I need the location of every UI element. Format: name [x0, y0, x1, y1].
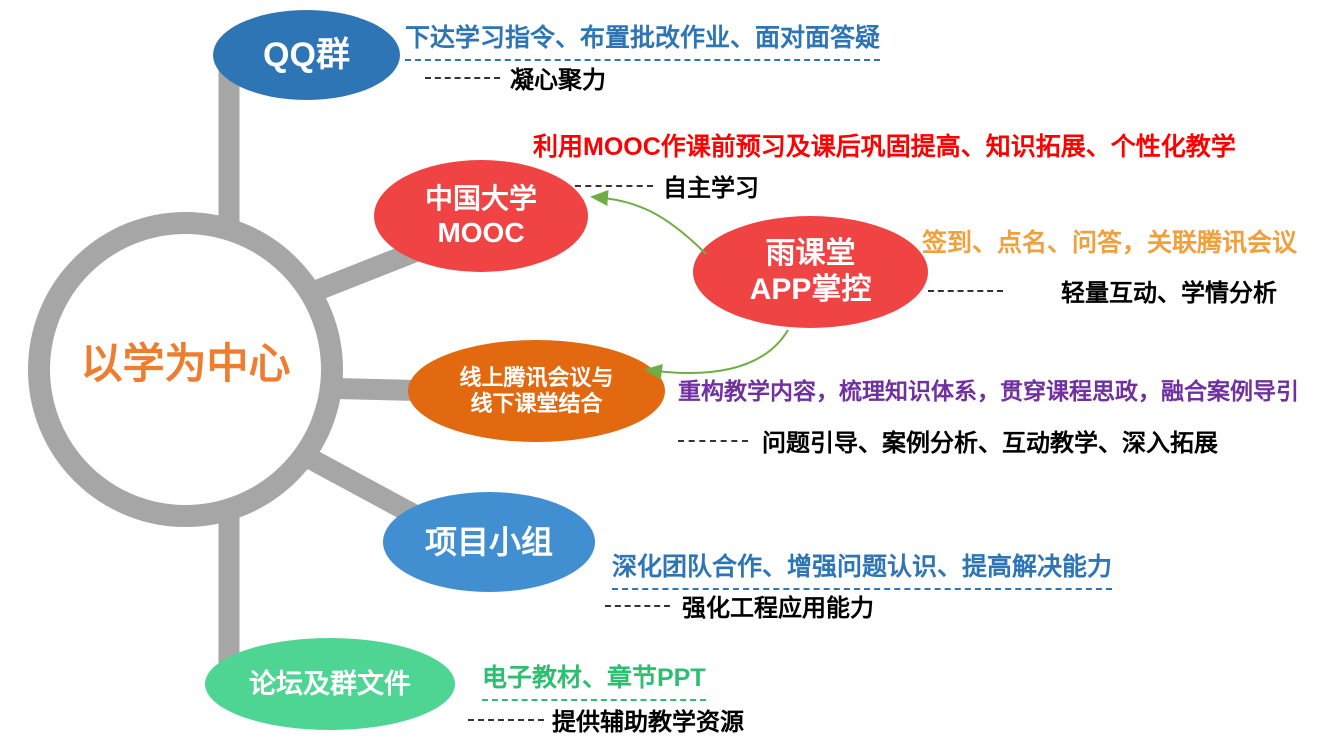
node-forum-group-files-label: 论坛及群文件 — [249, 668, 411, 699]
tencent-result-row: 问题引导、案例分析、互动教学、深入拓展 — [678, 423, 1218, 458]
mooc-result: 自主学习 — [663, 175, 759, 202]
forum-result-row: 提供辅助教学资源 — [468, 702, 744, 737]
node-china-mooc: 中国大学 MOOC — [374, 160, 588, 272]
forum-annotation: 电子教材、章节PPT — [482, 658, 706, 701]
node-china-mooc-label: 中国大学 MOOC — [424, 183, 537, 248]
tencent-annotation: 重构教学内容，梳理知识体系，贯穿课程思政，融合案例导引 — [678, 378, 1299, 404]
rain-annotation: 签到、点名、问答，关联腾讯会议 — [922, 229, 1298, 257]
dashed-line — [468, 718, 544, 721]
mooc-annotation: 利用MOOC作课前预习及课后巩固提高、知识拓展、个性化教学 — [533, 133, 1236, 161]
dashed-line — [678, 439, 748, 442]
node-rain-classroom-app-label: 雨课堂 APP掌控 — [749, 237, 872, 306]
center-node: 以学为中心 — [28, 212, 343, 527]
node-project-team-label: 项目小组 — [424, 523, 553, 560]
mooc-result-row: 自主学习 — [575, 168, 759, 203]
project-result-row: 强化工程应用能力 — [605, 588, 874, 623]
project-annotation: 深化团队合作、增强问题认识、提高解决能力 — [612, 547, 1113, 590]
tencent-result: 问题引导、案例分析、互动教学、深入拓展 — [762, 430, 1218, 457]
node-qq-group: QQ群 — [213, 10, 400, 100]
node-rain-classroom-app: 雨课堂 APP掌控 — [693, 216, 928, 328]
dashed-line — [605, 604, 670, 607]
arrow-rain-to-mooc — [590, 190, 707, 255]
qq-result-row: 凝心聚力 — [425, 60, 606, 95]
dashed-line — [575, 184, 653, 187]
rain-result: 轻量互动、学情分析 — [1061, 280, 1277, 307]
dashed-line — [928, 289, 1003, 292]
node-project-team: 项目小组 — [383, 492, 595, 592]
rain-result-row: 轻量互动、学情分析 — [928, 273, 1277, 308]
dashed-line — [425, 76, 500, 79]
node-forum-group-files: 论坛及群文件 — [205, 638, 455, 730]
forum-result: 提供辅助教学资源 — [552, 709, 744, 736]
qq-result: 凝心聚力 — [510, 67, 606, 94]
node-qq-label: QQ群 — [263, 35, 350, 74]
arrow-rain-to-tencent — [644, 329, 789, 380]
project-result: 强化工程应用能力 — [682, 595, 874, 622]
node-tencent-meeting-blend-label: 线上腾讯会议与 线下课堂结合 — [459, 364, 614, 416]
node-tencent-meeting-blend: 线上腾讯会议与 线下课堂结合 — [408, 340, 665, 442]
qq-annotation: 下达学习指令、布置批改作业、面对面答疑 — [405, 18, 881, 61]
center-label: 以学为中心 — [80, 340, 291, 387]
